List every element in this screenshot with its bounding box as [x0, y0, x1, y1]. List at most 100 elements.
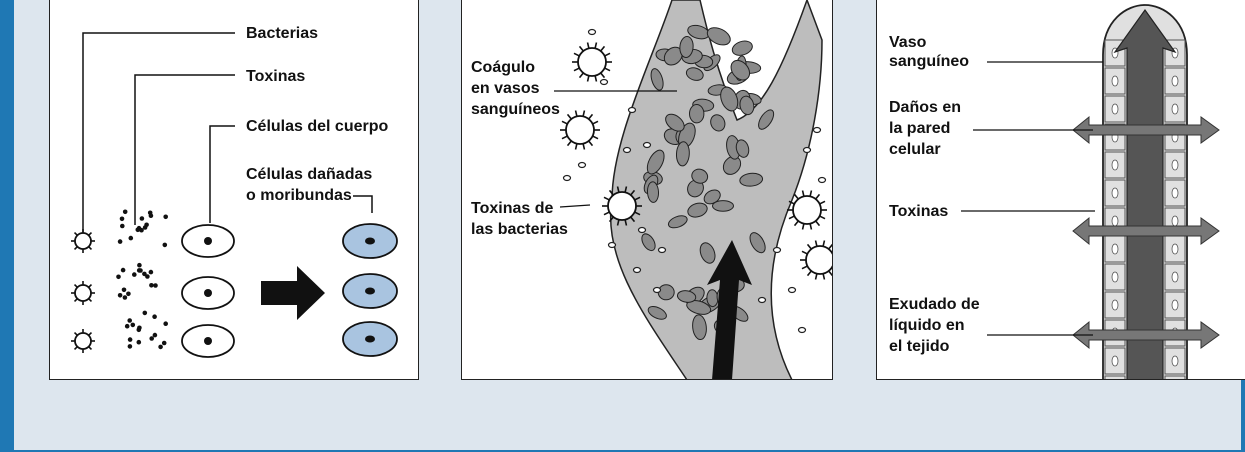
wall-cell	[1164, 375, 1186, 379]
label-body-cells: Células del cuerpo	[246, 118, 389, 135]
red-blood-cell	[646, 181, 660, 203]
right-accent-bar	[1241, 378, 1245, 452]
toxin-dot	[152, 332, 158, 338]
toxin-dot	[126, 291, 131, 297]
toxin-particle	[757, 296, 767, 304]
red-blood-cell	[692, 314, 707, 341]
toxin-dot	[117, 239, 123, 244]
red-blood-cell	[691, 168, 709, 184]
wall-cell	[1104, 67, 1126, 95]
toxin-dot	[119, 216, 125, 222]
double-arrow-icon	[1072, 216, 1220, 246]
bacterium-icon	[71, 329, 95, 353]
bacterium-icon	[71, 281, 95, 305]
wall-cell	[1164, 263, 1186, 291]
toxin-dot	[139, 216, 145, 221]
toxin-dot	[116, 274, 121, 280]
label-clot-line1: Coágulo	[471, 59, 535, 76]
damaged-cells-leader-line	[353, 195, 373, 213]
toxin-dot	[137, 262, 142, 268]
red-blood-cell	[667, 215, 688, 229]
panel-blood-clot: Coágulo en vasos sanguíneos Toxinas de l…	[461, 0, 833, 380]
toxin-dot	[142, 271, 147, 277]
label-toxins: Toxinas	[246, 68, 306, 85]
wall-cell	[1104, 151, 1126, 179]
label-vessel-line2: sanguíneo	[889, 53, 970, 70]
wall-cell	[1164, 123, 1186, 151]
red-blood-cell	[730, 59, 751, 81]
label-clot-line3: sanguíneos	[471, 101, 560, 118]
red-blood-cell	[688, 104, 705, 124]
red-blood-cell	[735, 139, 750, 158]
bacteria-leader-line	[82, 32, 235, 233]
toxin-particle	[772, 246, 782, 254]
toxin-dot	[161, 340, 167, 346]
red-blood-cell	[675, 141, 690, 167]
toxin-particle	[577, 161, 587, 169]
toxin-dot	[163, 321, 168, 327]
toxin-dot	[117, 293, 123, 298]
red-blood-cell	[710, 114, 726, 132]
red-blood-cell	[650, 68, 664, 91]
toxin-particle	[657, 246, 667, 254]
label-exudate-line1: Exudado de	[889, 296, 980, 313]
toxin-particle	[632, 266, 642, 274]
toxin-dot	[149, 283, 154, 288]
panel1-illustration	[71, 32, 398, 358]
wall-cell	[1104, 375, 1126, 379]
wall-cell	[1104, 179, 1126, 207]
toxin-dot	[163, 214, 168, 220]
label-exudate-line2: líquido en	[889, 317, 965, 334]
red-blood-cell	[647, 306, 667, 320]
arrow-up-icon	[1113, 8, 1177, 379]
left-accent-bar	[0, 0, 14, 452]
toxin-dot	[142, 310, 148, 316]
red-blood-cell	[687, 202, 708, 218]
wall-cell	[1104, 263, 1126, 291]
bacterium-icon	[71, 229, 95, 253]
toxin-dot	[130, 322, 136, 328]
panel-vessel-damage: Vaso sanguíneo Daños en la pared celular…	[876, 0, 1245, 380]
label-bacteria: Bacterias	[246, 25, 319, 42]
label-vessel-line1: Vaso	[889, 34, 927, 51]
wall-cell	[1164, 347, 1186, 375]
red-blood-cell	[679, 36, 694, 58]
toxin-dot	[120, 223, 125, 229]
double-arrow-icon	[1072, 320, 1220, 350]
bacterium-icon	[787, 190, 827, 230]
toxin-dot	[152, 314, 157, 320]
label-damage-line2: la pared	[889, 120, 951, 137]
arrow-up-icon	[707, 240, 752, 379]
toxin-dot	[162, 242, 168, 248]
wall-cell	[1164, 95, 1186, 123]
toxin-dot	[127, 318, 132, 323]
toxin-particle	[787, 286, 797, 294]
toxin-dot	[135, 227, 141, 233]
toxin-particle	[797, 326, 807, 334]
toxin-particles	[562, 28, 827, 334]
red-blood-cell	[712, 200, 734, 212]
label-damaged-cells-line1: Células dañadas	[246, 166, 373, 183]
toxin-particle	[817, 176, 827, 184]
toxins-leader-line	[559, 204, 591, 208]
wall-cell	[1164, 39, 1186, 67]
red-blood-cell	[731, 40, 753, 56]
bottom-accent-line	[0, 450, 1245, 452]
panel-bacteria-toxins: Bacterias Toxinas Células del cuerpo Cél…	[49, 0, 419, 380]
toxin-dot	[128, 235, 134, 241]
wall-cell	[1164, 291, 1186, 319]
label-clot-line2: en vasos	[471, 80, 540, 97]
red-blood-cell	[749, 232, 766, 254]
toxin-dot	[120, 267, 126, 273]
wall-cell	[1104, 291, 1126, 319]
toxin-dot	[138, 268, 143, 273]
red-blood-cell	[739, 172, 764, 187]
toxins-leader-line	[134, 74, 235, 225]
toxin-dot	[122, 209, 128, 215]
label-damaged-cells-line2: o moribundas	[246, 187, 352, 204]
red-blood-cell	[706, 27, 731, 46]
toxin-dots	[116, 209, 168, 350]
red-blood-cell	[641, 233, 656, 252]
wall-cell	[1164, 151, 1186, 179]
wall-cell	[1164, 67, 1186, 95]
